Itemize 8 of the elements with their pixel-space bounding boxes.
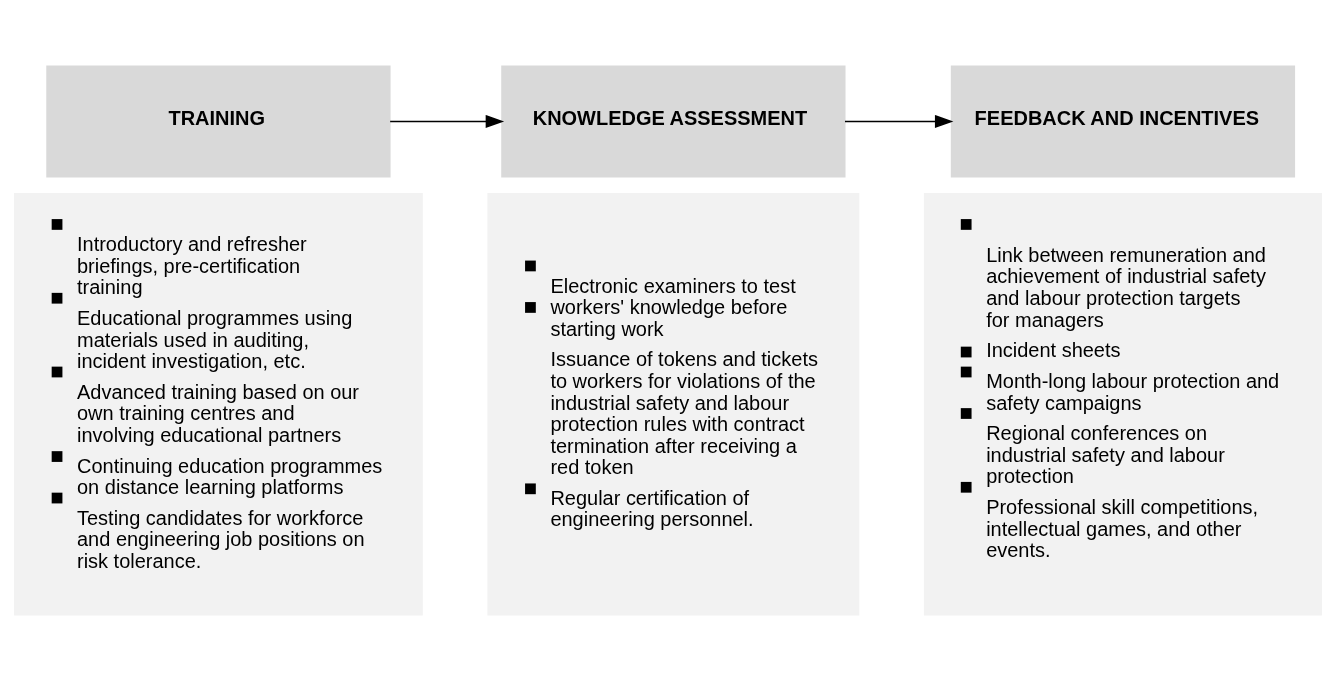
node-box: KNOWLEDGE ASSESSMENT	[501, 64, 846, 178]
arrow	[844, 114, 954, 128]
node-box: Link between remuneration and achievement of industrial safety and labour protection targets for managers Incident sheets Month-long labour protection and safety campaigns Regional conferences on industrial safety and labour protection Professional skill competitions, intellectual games, and other events.	[923, 192, 1322, 616]
node-box: Electronic examiners to test workers' knowledge before starting work Issuance of tokens and tickets to workers for violations of the industrial safety and labour protection rules with contract termination after receiving a red token Regular certification of engineering personnel.	[487, 192, 860, 616]
arrow	[389, 114, 505, 128]
node-box: FEEDBACK AND INCENTIVES	[950, 64, 1296, 178]
node-box: TRAINING	[46, 64, 391, 178]
node-box: Introductory and refresher briefings, pre-certification training Educational programmes using materials used in auditing, incident investigation, etc. Advanced training based on our own training centres and involving educational partners Continuing education programmes on distance learning platforms Testing candidates for workforce and engineering job positions on risk tolerance.	[14, 192, 423, 616]
